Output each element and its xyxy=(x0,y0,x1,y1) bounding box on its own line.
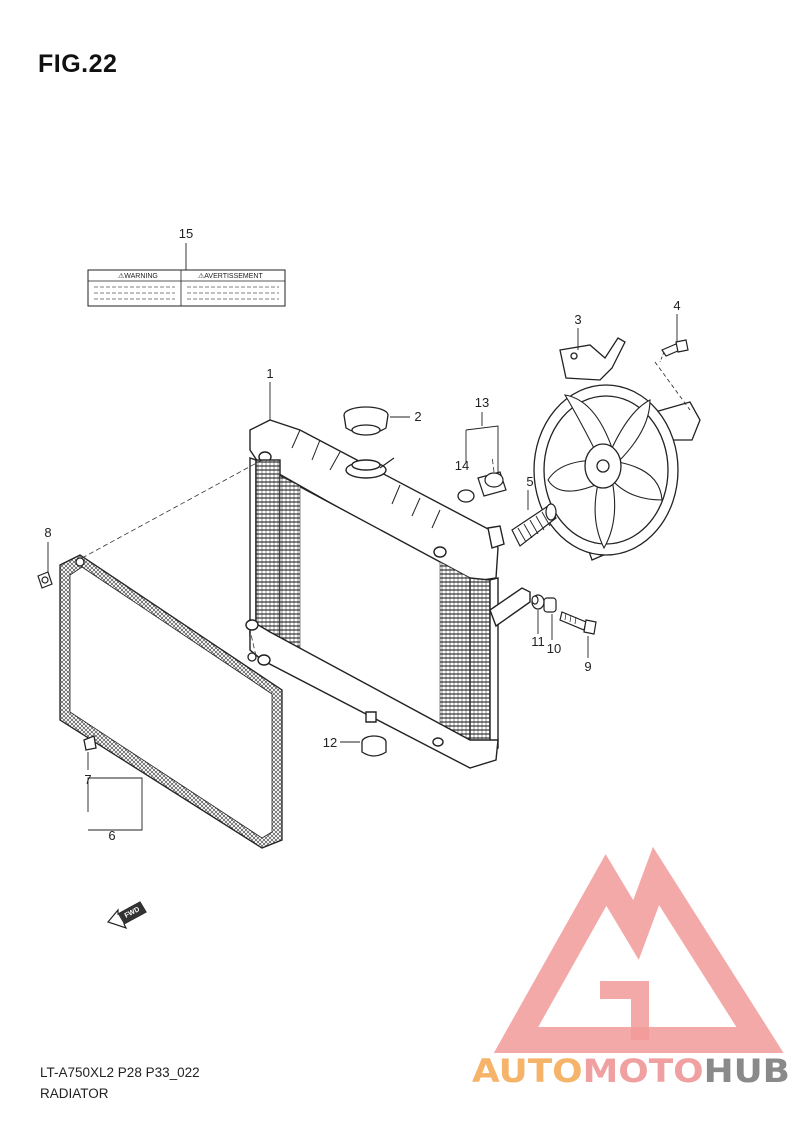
watermark-part2: MOTO xyxy=(583,1052,704,1090)
thermo-switch xyxy=(477,471,507,497)
callout-9: 9 xyxy=(584,659,591,674)
o-ring xyxy=(457,489,475,503)
watermark-part3: HUB xyxy=(704,1052,790,1090)
callout-5: 5 xyxy=(526,474,533,489)
callout-10: 10 xyxy=(547,641,561,656)
radiator-cap xyxy=(343,406,389,436)
fan-bolt xyxy=(659,339,689,363)
callout-4: 4 xyxy=(673,298,680,313)
callout-3: 3 xyxy=(574,312,581,327)
cooling-fan-assembly xyxy=(533,337,701,561)
avertissement-text: ⚠AVERTISSEMENT xyxy=(198,272,263,280)
radiator-screen xyxy=(59,554,283,849)
callout-1: 1 xyxy=(266,366,273,381)
callout-11: 11 xyxy=(531,634,545,649)
footer-model-code: LT-A750XL2 P28 P33_022 xyxy=(40,1065,200,1080)
radiator-core xyxy=(245,419,531,769)
warning-label: ⚠WARNING ⚠AVERTISSEMENT xyxy=(87,269,286,307)
rubber-cushion xyxy=(361,735,387,757)
callout-7: 7 xyxy=(84,772,91,787)
leader-lines xyxy=(47,243,678,831)
collar xyxy=(531,594,545,610)
watermark-part1: AUTO xyxy=(472,1052,583,1090)
callout-13: 13 xyxy=(475,395,489,410)
screen-bolt xyxy=(37,571,53,589)
fwd-arrow-icon: FWD xyxy=(106,901,147,930)
mounting-bolt xyxy=(559,611,597,635)
callout-14: 14 xyxy=(455,458,469,473)
coolant-hose xyxy=(511,503,557,547)
callout-6: 6 xyxy=(108,828,115,843)
cushion xyxy=(543,597,557,613)
callout-15: 15 xyxy=(179,226,193,241)
callout-numbers: 15 1 2 3 4 13 14 5 8 11 10 9 12 7 6 xyxy=(44,226,680,843)
callout-8: 8 xyxy=(44,525,51,540)
footer-section-name: RADIATOR xyxy=(40,1086,109,1101)
assembly-lines xyxy=(81,455,495,657)
callout-12: 12 xyxy=(323,735,337,750)
callout-2: 2 xyxy=(414,409,421,424)
warning-text: ⚠WARNING xyxy=(118,272,158,280)
figure-title: FIG.22 xyxy=(38,50,118,78)
